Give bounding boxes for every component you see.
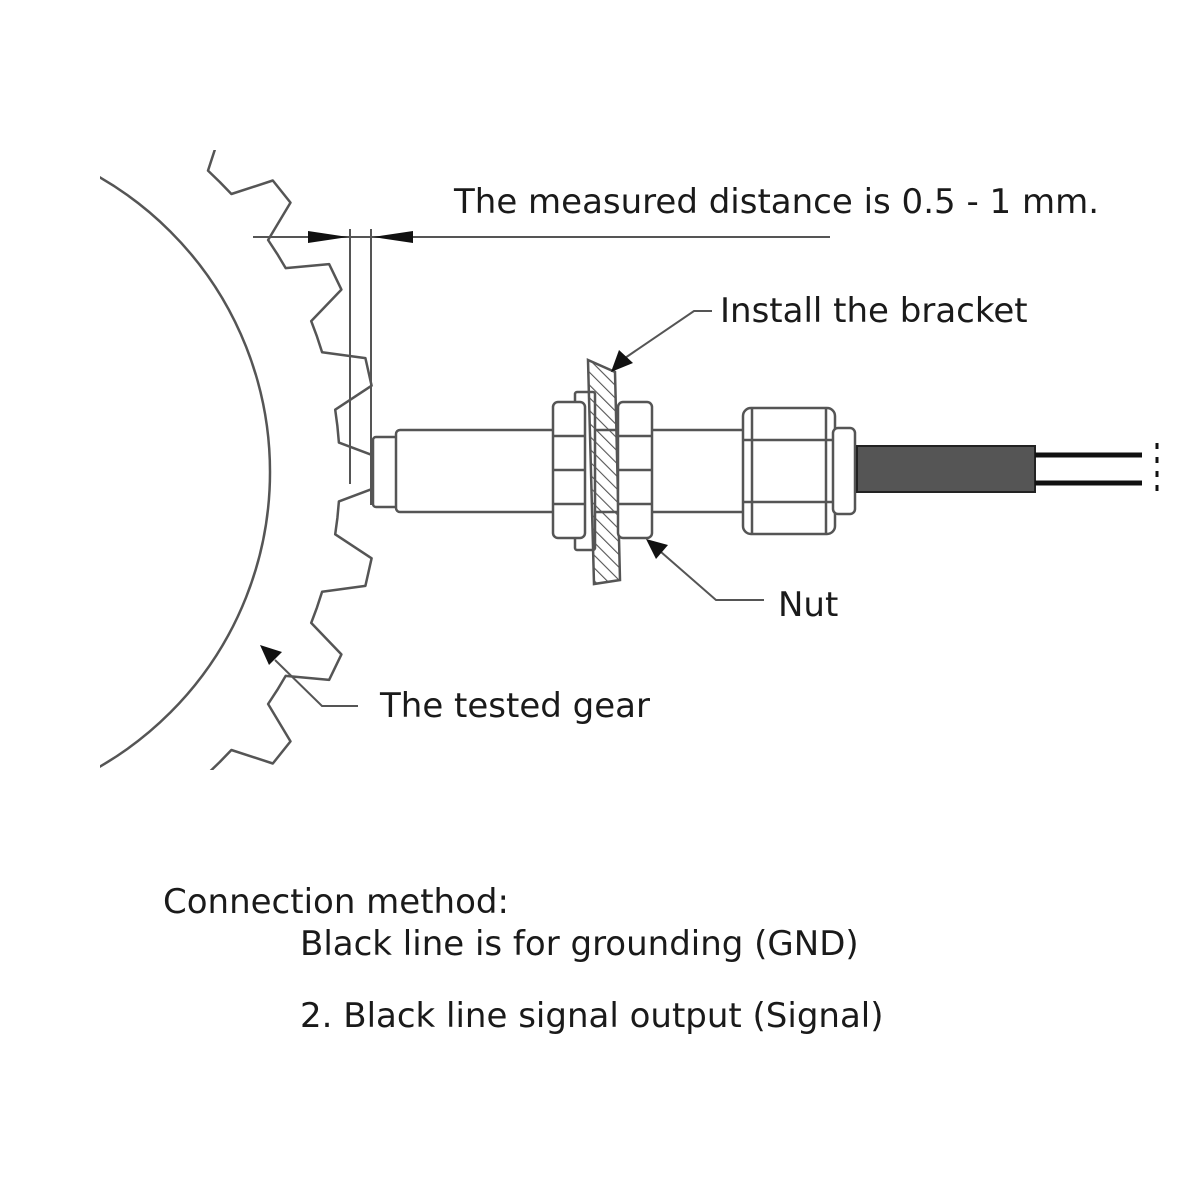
sensor-assembly [371,358,857,586]
leader-bracket [611,310,712,372]
connection-line-1: Black line is for grounding (GND) [300,924,859,964]
rear-hex-fitting [741,406,837,536]
dimension-arrow-right [373,231,413,243]
distance-dimension [253,229,830,505]
leader-gear [260,645,358,707]
mounting-bracket [586,358,622,586]
gear-bore-circle [100,176,272,768]
distance-label: The measured distance is 0.5 - 1 mm. [454,182,1100,222]
gear-label: The tested gear [380,686,650,726]
cable-collar [831,426,857,516]
tested-gear [100,150,382,770]
nut-label: Nut [778,585,839,625]
gear-teeth-outline [206,150,382,770]
sensor-cable [856,443,1159,495]
leader-nut [646,539,764,601]
cable-jacket [856,445,1036,493]
connection-line-2: 2. Black line signal output (Signal) [300,996,884,1036]
bracket-label: Install the bracket [720,291,1028,331]
nut-right [616,400,654,540]
connection-heading: Connection method: [163,882,509,922]
nut-left [551,400,587,540]
dimension-arrow-left [308,231,348,243]
